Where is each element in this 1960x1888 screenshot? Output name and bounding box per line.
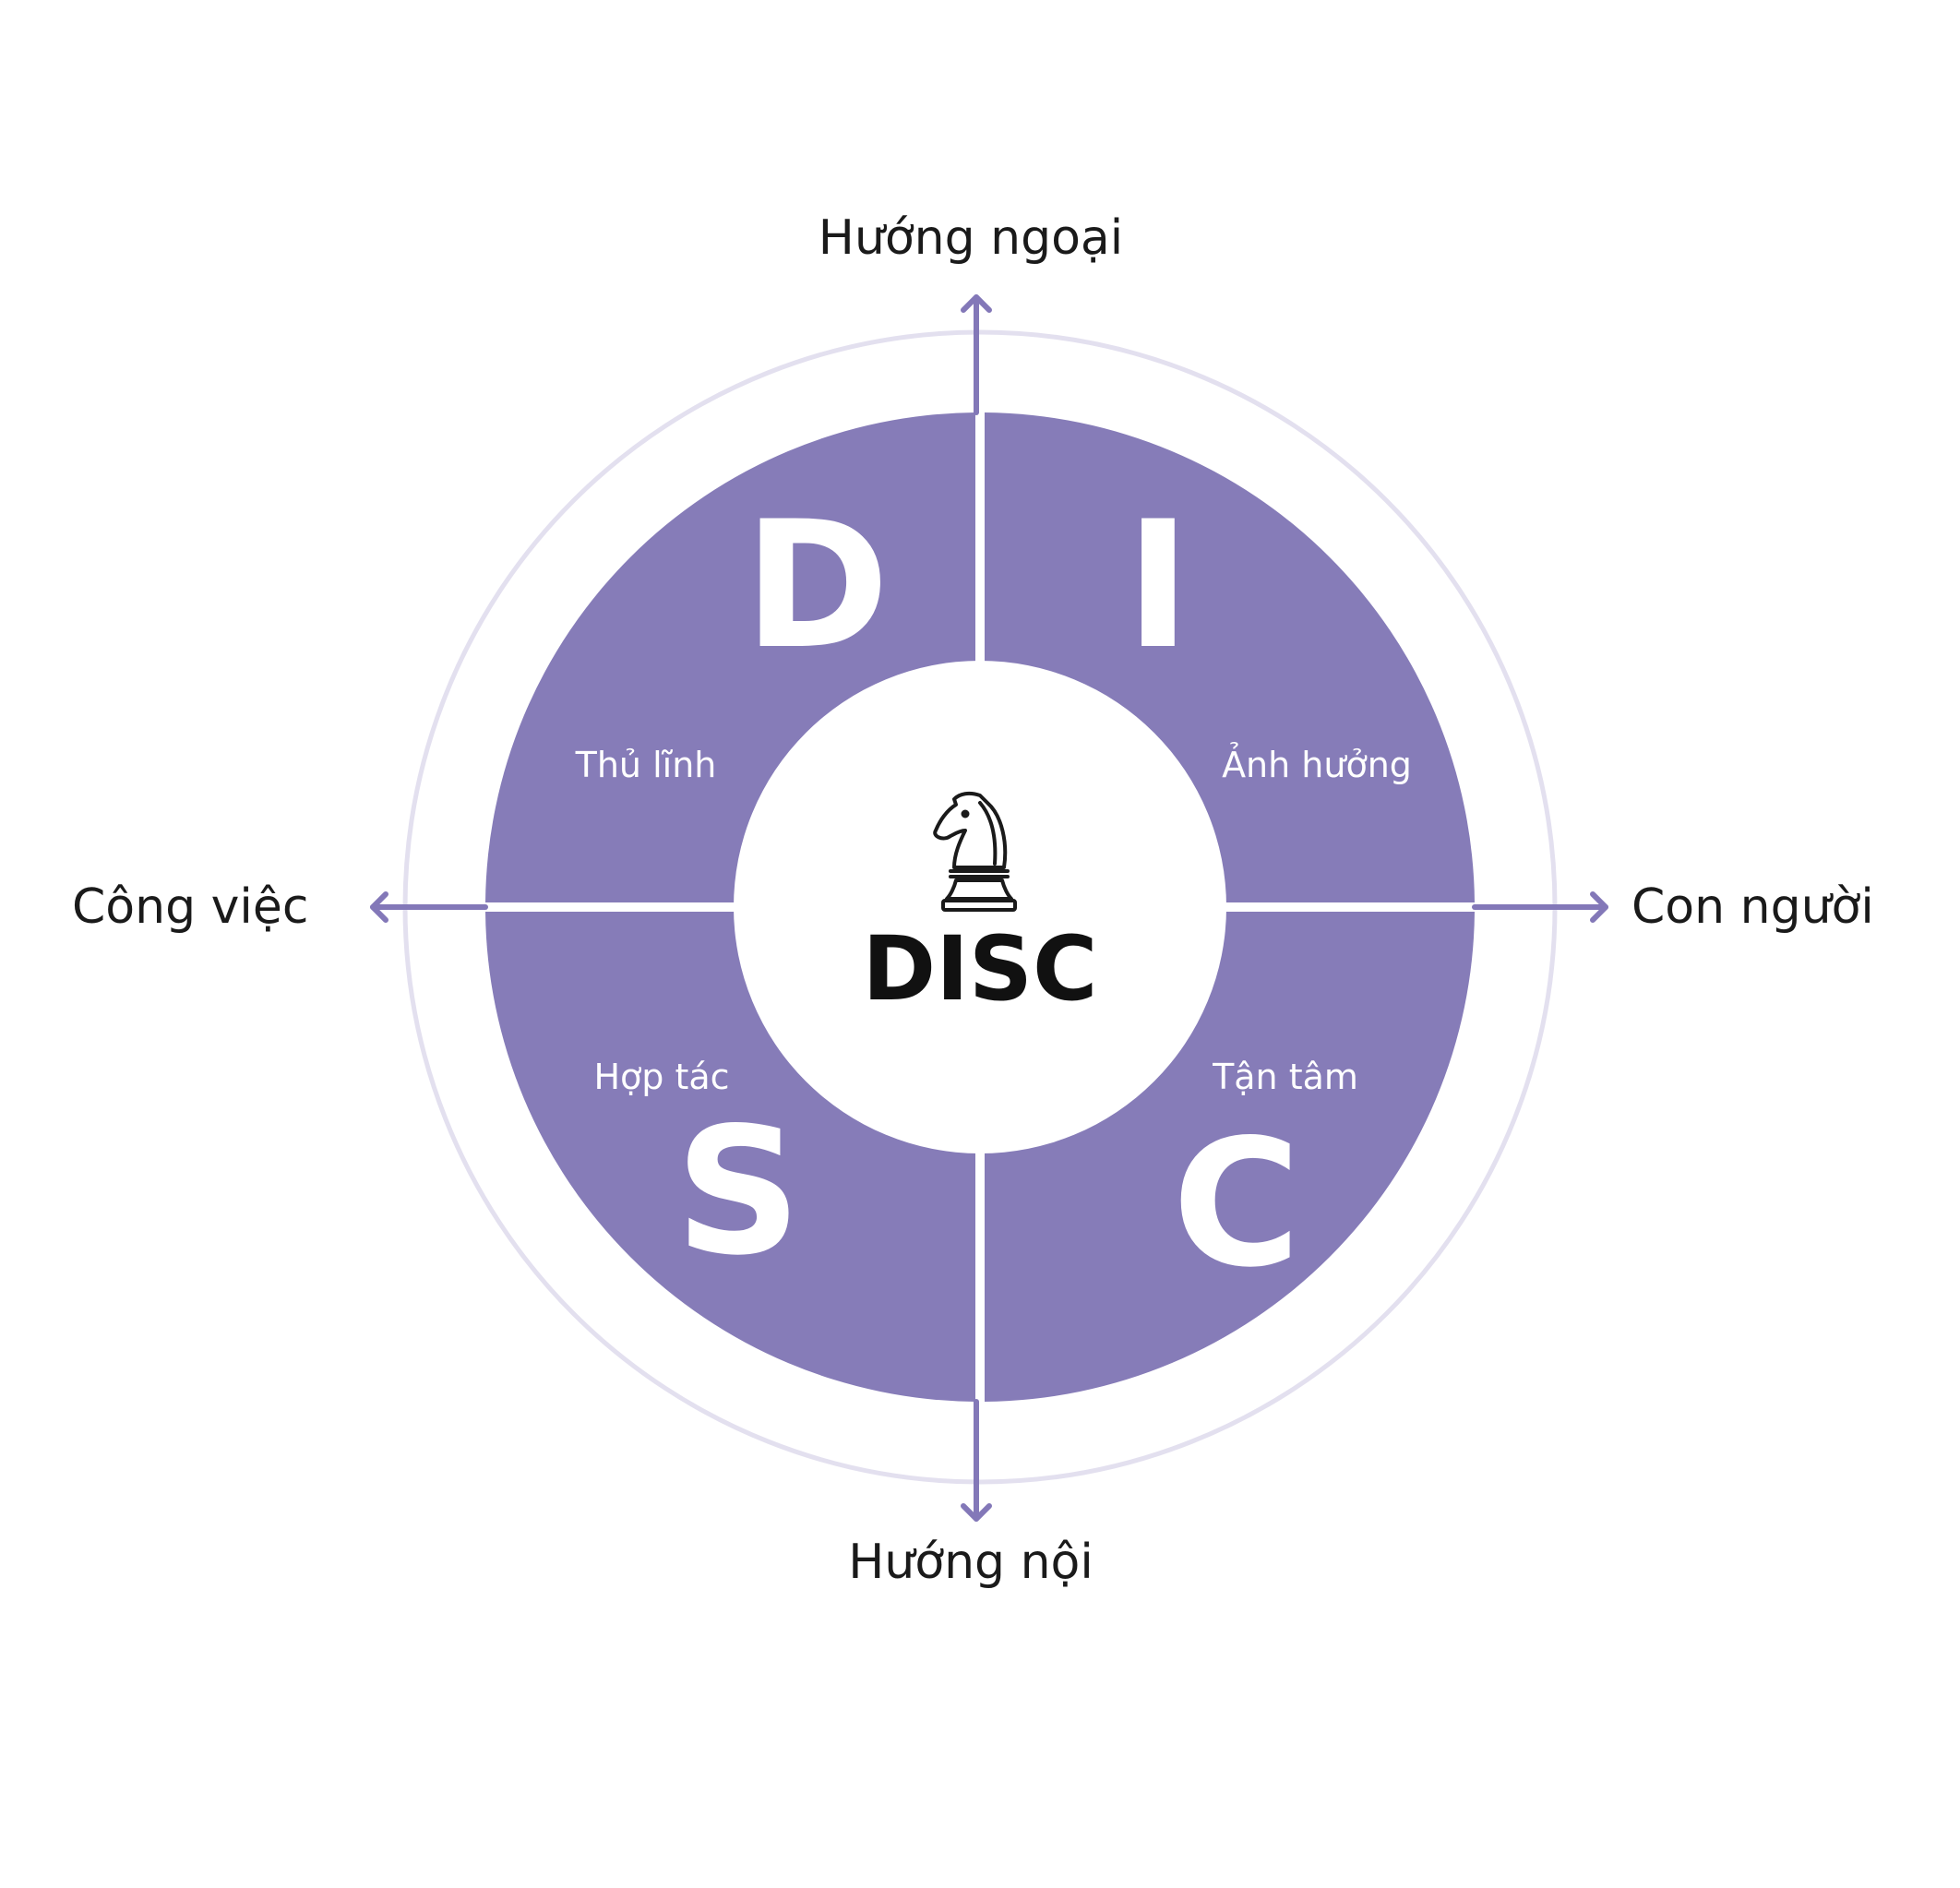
chess-knight-icon <box>933 791 1017 912</box>
axis-label-left: Công việc <box>72 879 308 935</box>
center-title: DISC <box>863 917 1098 1021</box>
axis-down-arrowhead <box>961 1503 992 1522</box>
quadrant-s-letter: S <box>675 1090 802 1294</box>
center-circle <box>734 661 1226 1153</box>
axis-label-right: Con người <box>1631 879 1874 935</box>
quadrant-i-label: Ảnh hưởng <box>1222 743 1412 785</box>
axis-label-top: Hướng ngoại <box>819 210 1123 266</box>
quadrant-d-label: Thủ lĩnh <box>575 745 717 785</box>
quadrant-d-letter: D <box>744 484 890 687</box>
axis-up-arrowhead <box>961 294 992 313</box>
axis-label-bottom: Hướng nội <box>848 1535 1094 1590</box>
quadrant-c-letter: C <box>1172 1102 1300 1306</box>
quadrant-s-label: Hợp tác <box>593 1057 729 1097</box>
axis-left-arrowhead <box>370 891 388 923</box>
axes <box>370 294 1608 1522</box>
axis-right-arrowhead <box>1590 891 1608 923</box>
quadrant-c-label: Tận tâm <box>1212 1057 1358 1097</box>
quadrant-i-letter: I <box>1126 484 1191 687</box>
